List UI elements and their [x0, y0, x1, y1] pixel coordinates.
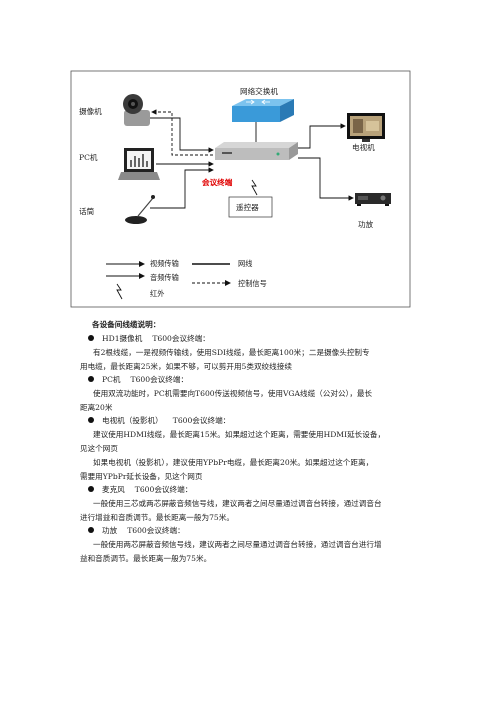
note-line: 一般使用两芯屏蔽音频信号线，建议两者之间尽量通过调音台转接，通过调音台进行增 — [93, 540, 382, 549]
tv-icon — [347, 113, 385, 142]
legend — [106, 261, 231, 300]
microphone-icon — [125, 195, 155, 224]
network-switch-icon — [232, 99, 294, 122]
note-target: T600会议终端： — [127, 526, 185, 535]
note-line: 见这个网页 — [80, 444, 118, 453]
note-line: 用电缆，最长距离25米，如果不够，可以剪开用5类双绞线接续 — [80, 362, 292, 371]
camera-icon — [123, 94, 150, 126]
infrared-bolt-icon — [251, 179, 258, 196]
note-line: 建议使用HDMI线缆，最长距离15米。如果超过这个距离，需要使用HDMI延长设备… — [93, 430, 386, 439]
note-target: T600会议终端： — [172, 416, 231, 425]
note-line: 进行增益和音质调节。最长距离一般为75米。 — [80, 513, 234, 522]
legend-video: 视频传输 — [150, 259, 179, 268]
legend-control: 控制信号 — [238, 279, 267, 288]
terminal-label: 会议终端 — [202, 177, 233, 187]
connection-diagram: 摄像机 PC机 话筒 网络交换机 会议终端 遥控器 — [70, 70, 411, 308]
note-line: 使用双流功能时，PC机需要向T600传送视频信号，使用VGA线缆（公对公），最长 — [93, 389, 373, 398]
note-line: 如果电视机（投影机），建议使用YPbPr电缆，最长距离20米。如果超过这个距离， — [93, 458, 374, 467]
amp-label: 功放 — [358, 219, 374, 229]
note-line: 需要用YPbPr延长设备，见这个网页 — [80, 472, 203, 481]
camera-label: 摄像机 — [79, 106, 102, 116]
note-device: HD1摄像机 — [102, 334, 143, 343]
note-target: T600会议终端： — [152, 334, 210, 343]
note-item-amp: 功放 T600会议终端： — [86, 524, 185, 538]
remote-label: 遥控器 — [236, 202, 259, 212]
connection-lines — [150, 109, 354, 209]
note-line: 一般使用三芯或两芯屏蔽音频信号线，建议两者之间尽量通过调音台转接，通过调音台 — [93, 499, 382, 508]
amplifier-icon — [355, 193, 391, 206]
note-target: T600会议终端： — [130, 375, 189, 384]
note-line: 益和音质调节。最长距离一般为75米。 — [80, 554, 212, 563]
pc-label: PC机 — [79, 152, 98, 162]
note-device: 电视机（投影机） — [102, 416, 163, 425]
note-target: T600会议终端： — [134, 485, 193, 494]
diagram-frame — [70, 70, 411, 308]
note-line: 距离20米 — [80, 403, 113, 412]
note-device: 功放 — [102, 526, 118, 535]
mic-label: 话筒 — [79, 206, 95, 216]
note-item-pc: PC机 T600会议终端： — [86, 373, 188, 387]
tv-label: 电视机 — [352, 142, 375, 152]
legend-ir: 红外 — [150, 289, 164, 298]
remote-box — [228, 196, 273, 218]
note-device: PC机 — [102, 375, 121, 384]
legend-audio: 音频传输 — [150, 273, 179, 282]
legend-infrared-icon — [116, 283, 123, 300]
note-device: 麦克风 — [102, 485, 125, 494]
laptop-icon — [118, 148, 160, 180]
switch-label: 网络交换机 — [240, 86, 278, 96]
note-line: 有2根线缆，一是视频传输线，使用SDI线缆，最长距离100米；二是摄像头控制专 — [93, 348, 370, 357]
note-item-mic: 麦克风 T600会议终端： — [86, 483, 192, 497]
note-item-camera: HD1摄像机 T600会议终端： — [86, 332, 210, 346]
note-item-tv: 电视机（投影机） T600会议终端： — [86, 414, 230, 428]
notes-title: 各设备间线缆说明： — [92, 320, 161, 329]
conference-terminal-icon — [215, 142, 298, 160]
legend-network: 网线 — [238, 259, 252, 268]
